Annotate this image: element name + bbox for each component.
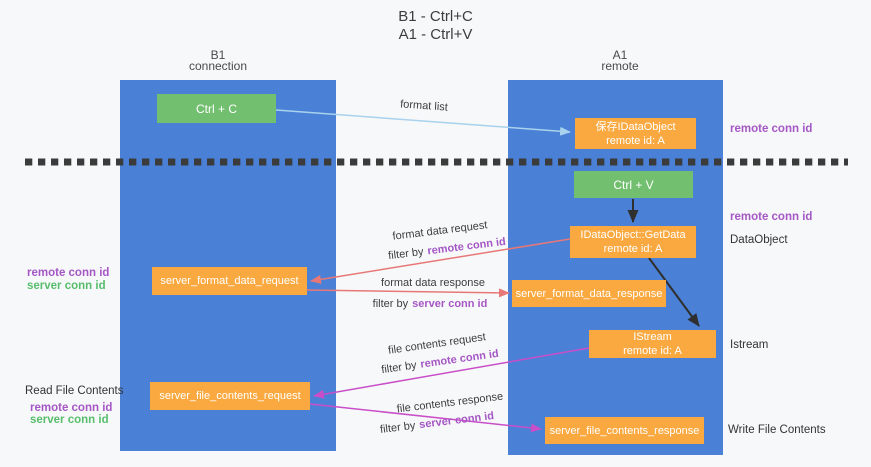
filter-prefix: filter by xyxy=(372,298,409,310)
arrow-format-data-response xyxy=(306,288,510,298)
arrow-file-contents-request xyxy=(313,347,590,399)
left-column-sub: connection xyxy=(188,59,248,73)
arrow-format-list xyxy=(275,109,571,136)
format-data-response-label: format data response xyxy=(381,277,485,289)
ctrl-c-node: Ctrl + C xyxy=(157,94,276,123)
istream-line1: IStream xyxy=(633,331,672,343)
save-idataobject-node: 保存IDataObject remote id: A xyxy=(575,118,696,149)
title-line-2: A1 - Ctrl+V xyxy=(398,26,473,43)
istream-node: IStream remote id: A xyxy=(589,330,716,358)
right-remote-conn-id-label-1: remote conn id xyxy=(730,123,813,135)
diagram-title: B1 - Ctrl+C A1 - Ctrl+V xyxy=(0,8,871,44)
server-file-contents-request-node: server_file_contents_request xyxy=(150,382,310,410)
istream-line2: remote id: A xyxy=(623,345,682,357)
server-file-contents-response-label: server_file_contents_response xyxy=(549,424,700,437)
arrow-getdata-to-istream xyxy=(648,257,700,327)
server-format-data-request-label: server_format_data_request xyxy=(160,275,299,287)
istream-side-label: Istream xyxy=(730,339,769,351)
left-column-header: B1 connection xyxy=(188,48,248,73)
server-format-data-response-node: server_format_data_response xyxy=(512,280,666,307)
title-line-1: B1 - Ctrl+C xyxy=(398,8,473,25)
read-file-contents-label: Read File Contents xyxy=(25,385,124,397)
right-remote-conn-id-label-2: remote conn id xyxy=(730,211,813,223)
right-column-name: A1 xyxy=(612,48,628,62)
save-idataobject-line1: 保存IDataObject xyxy=(595,120,676,133)
server-file-contents-response-node: server_file_contents_response xyxy=(545,417,704,444)
ctrl-v-node: Ctrl + V xyxy=(574,171,693,198)
arrow-format-data-request xyxy=(310,238,571,284)
getdata-node: IDataObject::GetData remote id: A xyxy=(570,226,696,258)
server-format-data-response-label: server_format_data_response xyxy=(515,287,663,300)
server-conn-id-key: server conn id xyxy=(412,298,488,310)
write-file-contents-label: Write File Contents xyxy=(728,424,826,436)
left-server-conn-id-label-1: server conn id xyxy=(27,280,106,292)
left-server-conn-id-label-2: server conn id xyxy=(30,414,109,426)
getdata-line2: remote id: A xyxy=(603,243,663,255)
dataobject-label: DataObject xyxy=(730,234,788,246)
server-format-data-request-node: server_format_data_request xyxy=(152,267,307,295)
server-file-contents-request-label: server_file_contents_request xyxy=(159,390,301,402)
ctrl-c-label: Ctrl + C xyxy=(195,101,237,116)
left-remote-conn-id-label-2: remote conn id xyxy=(30,402,113,414)
right-column-sub: remote xyxy=(601,59,639,73)
ctrl-v-label: Ctrl + V xyxy=(613,177,654,192)
arrow-file-contents-response xyxy=(309,403,542,433)
left-column-name: B1 xyxy=(210,48,226,62)
right-column-header: A1 remote xyxy=(601,48,639,73)
left-remote-conn-id-label-1: remote conn id xyxy=(27,267,110,279)
getdata-line1: IDataObject::GetData xyxy=(580,229,686,241)
save-idataobject-line2: remote id: A xyxy=(606,134,665,147)
